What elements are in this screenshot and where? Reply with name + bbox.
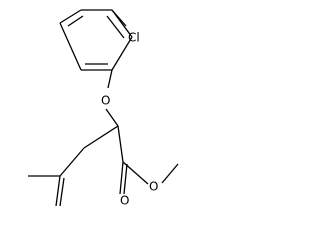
carbonyl-oxygen-label: O (120, 194, 129, 208)
o-alpha-carbon-bond (105, 108, 119, 127)
ester-methyl-bond (161, 163, 179, 184)
ring-bond-6 (59, 22, 82, 71)
ch2-alkene-carbon-bond (59, 147, 85, 177)
ring-bond-4 (111, 36, 133, 71)
alkene-double-bond-outer (55, 175, 61, 207)
chlorine-label: Cl (128, 31, 140, 45)
carbonyl-double-bond-inner (123, 163, 128, 195)
ring-o-bond (107, 69, 113, 89)
ring-inner-double-1 (67, 15, 84, 27)
carbonyl-ester-oxygen-bond (122, 161, 149, 185)
ring-bond-1 (59, 9, 82, 24)
benzene-ring (59, 9, 133, 71)
alpha-carbonyl-bond (117, 125, 124, 163)
structure-diagram: Cl O O O (28, 9, 179, 208)
ring-inner-double-2 (106, 15, 125, 39)
alkene-double-bond-inner (59, 177, 65, 207)
ether-oxygen-label: O (101, 94, 110, 108)
c-cl-bond (111, 9, 127, 27)
ester-oxygen-label: O (149, 180, 158, 194)
molecule-svg: Cl O O O (28, 9, 179, 208)
carbonyl-double-bond-outer (119, 161, 124, 195)
alpha-ch2-bond (83, 125, 119, 149)
